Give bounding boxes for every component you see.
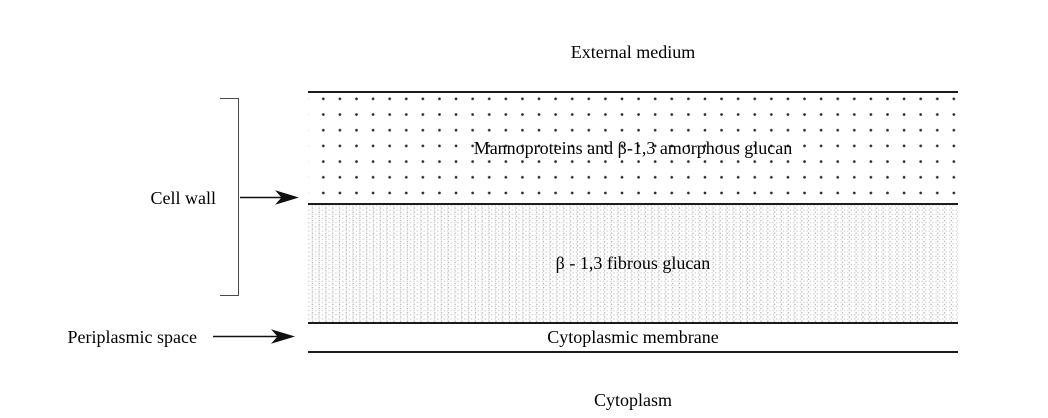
amorphous-fibrous-boundary-line — [308, 203, 958, 205]
cytoplasmic-membrane-label: Cytoplasmic membrane — [547, 327, 719, 347]
periplasmic-space-arrow-icon — [213, 329, 295, 344]
cell-wall-label: Cell wall — [150, 188, 217, 208]
outer-wall-top-line — [308, 91, 958, 93]
cytoplasm-label: Cytoplasm — [593, 390, 672, 410]
cell-wall-bracket-icon — [220, 98, 239, 296]
fibrous-glucan-layer: β - 1,3 fibrous glucan — [308, 205, 958, 322]
cell-wall-arrow-icon — [240, 190, 299, 205]
periplasmic-space-label: Periplasmic space — [67, 327, 197, 347]
layer-stack: Mannoproteins and β-1,3 amorphous glucan… — [308, 91, 958, 353]
fibrous-glucan-layer-label: β - 1,3 fibrous glucan — [555, 253, 711, 273]
cytoplasmic-membrane-layer: Cytoplasmic membrane — [308, 324, 958, 351]
membrane-bottom-line — [308, 351, 958, 353]
amorphous-glucan-layer-label: Mannoproteins and β-1,3 amorphous glucan — [473, 137, 793, 158]
fibrous-layer-bottom-line — [308, 322, 958, 324]
amorphous-glucan-layer: Mannoproteins and β-1,3 amorphous glucan — [308, 93, 958, 203]
external-medium-label: External medium — [570, 42, 696, 62]
